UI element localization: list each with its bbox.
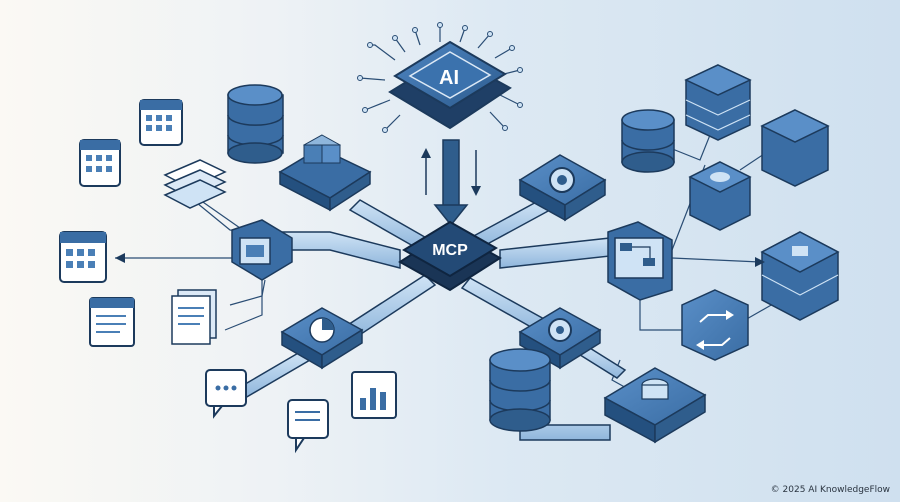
chat-bubble-icon [287, 399, 329, 454]
chat-bubble-icon [205, 369, 247, 419]
calendar-icon [79, 139, 121, 187]
ai-chip-icon: AI [357, 22, 523, 133]
ai-label: AI [439, 67, 459, 89]
gear-icon [518, 154, 607, 222]
chart-icon [351, 371, 397, 419]
browser-window-icon [89, 297, 135, 347]
small-arrows [115, 253, 765, 267]
calendar-icon [139, 99, 183, 146]
database-icon [621, 109, 675, 173]
refresh-icon [681, 289, 749, 361]
connector-plug-icon [231, 219, 293, 281]
database-icon [489, 348, 551, 432]
mcp-hub-icon: MCP [398, 220, 502, 292]
server-stack-icon [760, 231, 840, 321]
calendar-icon [59, 231, 107, 283]
pie-chart-icon [280, 307, 364, 370]
server-stack-icon [684, 64, 752, 141]
database-box-icon [603, 367, 707, 444]
server-stack-icon [760, 109, 830, 187]
document-stack-icon [163, 159, 227, 209]
database-icon [227, 84, 284, 164]
ai-mcp-arrows [421, 139, 481, 227]
mcp-label: MCP [432, 242, 468, 259]
workflow-icon [607, 221, 673, 301]
cube-module-icon [278, 134, 372, 212]
server-stack-icon [688, 161, 752, 231]
copyright-text: © 2025 AI KnowledgeFlow [770, 485, 890, 495]
document-stack-icon [171, 289, 217, 345]
